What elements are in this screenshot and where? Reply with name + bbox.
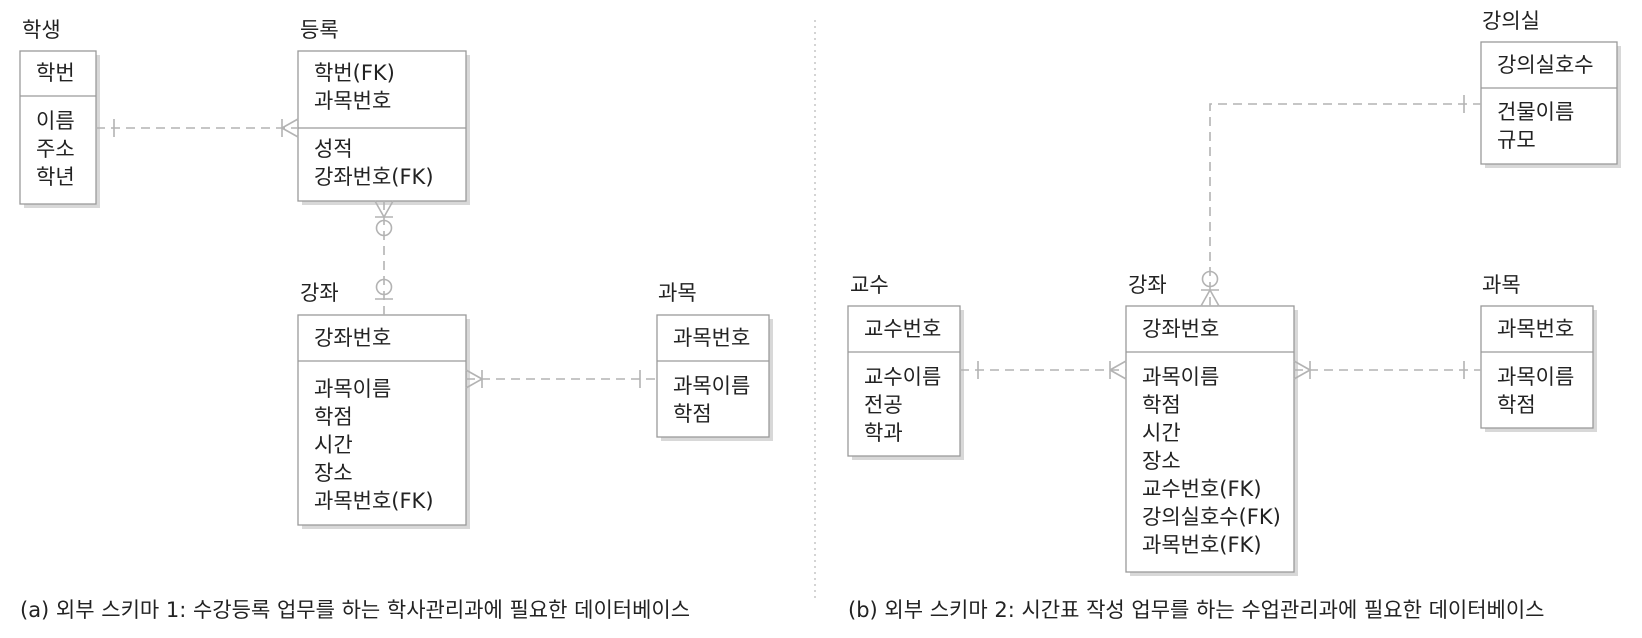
attribute: 학점 [1497, 393, 1536, 417]
attribute: 강의실호수(FK) [1142, 505, 1281, 529]
attribute: 과목이름 [1497, 365, 1574, 389]
attribute: 강좌번호(FK) [314, 165, 434, 189]
entity-enrollment: 등록 학번(FK) 과목번호 성적 강좌번호(FK) [297, 18, 470, 205]
key-attribute: 학번 [36, 61, 75, 85]
entity-title: 등록 [300, 18, 339, 42]
attribute: 전공 [864, 393, 903, 417]
attribute: 학과 [864, 421, 903, 445]
attribute: 학점 [314, 405, 353, 429]
attribute: 과목이름 [1142, 365, 1219, 389]
entity-title: 과목 [1482, 273, 1521, 297]
attribute: 학점 [673, 402, 712, 426]
attribute: 과목이름 [673, 374, 750, 398]
schema-b: 교수 교수번호 교수이름 전공 학과 강좌 강좌번호 과목이름 학점 시간 장소… [847, 9, 1621, 622]
key-attribute: 과목번호 [314, 89, 391, 113]
entity-course: 과목 과목번호 과목이름 학점 [1480, 273, 1597, 432]
caption-b: (b) 외부 스키마 2: 시간표 작성 업무를 하는 수업관리과에 필요한 데… [848, 598, 1545, 622]
key-attribute: 강의실호수 [1497, 53, 1594, 77]
relationship-professor-lecture [960, 360, 1127, 380]
caption-a: (a) 외부 스키마 1: 수강등록 업무를 하는 학사관리과에 필요한 데이터… [20, 598, 690, 622]
entity-title: 강좌 [1128, 273, 1167, 297]
entity-title: 교수 [850, 273, 889, 297]
attribute: 시간 [314, 433, 353, 457]
entity-lecture: 강좌 강좌번호 과목이름 학점 시간 장소 교수번호(FK) 강의실호수(FK)… [1125, 273, 1298, 576]
key-attribute: 학번(FK) [314, 61, 395, 85]
attribute: 시간 [1142, 421, 1181, 445]
entity-title: 강좌 [300, 281, 339, 305]
relationship-lecture-course [1293, 360, 1481, 380]
attribute: 학년 [36, 165, 75, 189]
key-attribute: 과목번호 [1497, 317, 1574, 341]
attribute: 과목번호(FK) [314, 489, 434, 513]
relationship-enrollment-lecture [374, 200, 394, 315]
relationship-lecture-classroom [1200, 95, 1481, 307]
key-attribute: 과목번호 [673, 326, 750, 350]
entity-course: 과목 과목번호 과목이름 학점 [656, 281, 773, 441]
entity-professor: 교수 교수번호 교수이름 전공 학과 [847, 273, 964, 460]
entity-lecture: 강좌 강좌번호 과목이름 학점 시간 장소 과목번호(FK) [297, 281, 470, 529]
attribute: 이름 [36, 109, 75, 133]
relationship-lecture-course [465, 369, 657, 389]
attribute: 학점 [1142, 393, 1181, 417]
entity-title: 과목 [658, 281, 697, 305]
key-attribute: 강좌번호 [314, 326, 391, 350]
attribute: 성적 [314, 137, 353, 161]
attribute: 교수이름 [864, 365, 941, 389]
key-attribute: 교수번호 [864, 317, 941, 341]
relationship-student-enrollment [96, 118, 299, 138]
entity-student: 학생 학번 이름 주소 학년 [19, 18, 100, 208]
attribute: 장소 [314, 461, 353, 485]
attribute: 장소 [1142, 449, 1181, 473]
attribute: 과목이름 [314, 377, 391, 401]
entity-classroom: 강의실 강의실호수 건물이름 규모 [1480, 9, 1621, 168]
attribute: 주소 [36, 137, 75, 161]
attribute: 교수번호(FK) [1142, 477, 1262, 501]
schema-a: 학생 학번 이름 주소 학년 등록 학번(FK) 과목번호 성적 강좌번호(FK… [19, 18, 773, 622]
attribute: 과목번호(FK) [1142, 533, 1262, 557]
entity-title: 강의실 [1482, 9, 1540, 33]
attribute: 건물이름 [1497, 100, 1574, 124]
key-attribute: 강좌번호 [1142, 317, 1219, 341]
attribute: 규모 [1497, 128, 1536, 152]
entity-title: 학생 [22, 18, 61, 42]
